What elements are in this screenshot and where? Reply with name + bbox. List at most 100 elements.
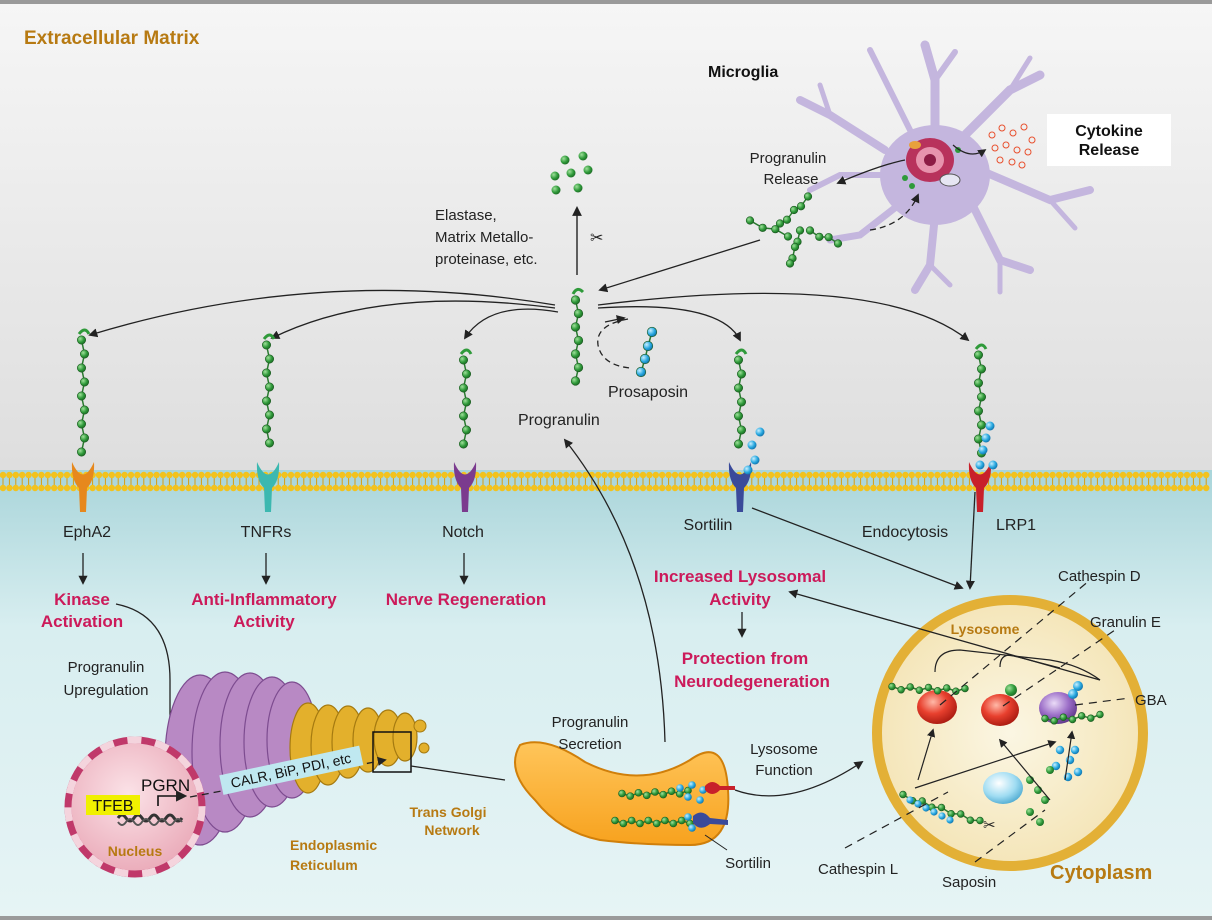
lysosome-function-line1: Lysosome [750, 741, 818, 758]
epha2-label: EphA2 [63, 524, 111, 541]
pgrn-label: PGRN [141, 776, 190, 795]
saposin-label: Saposin [942, 874, 996, 891]
vesicle-chain [618, 786, 692, 800]
released-progranulin-chains [745, 192, 843, 268]
released-chain [745, 216, 793, 241]
chain-to-center-arrow [598, 239, 761, 293]
secretion-line2: Secretion [558, 736, 621, 753]
vesicle-contents [611, 781, 735, 832]
lysosome [872, 595, 1148, 871]
lysosomal-activity-line2: Activity [709, 590, 771, 609]
microglia-cell [796, 40, 1094, 295]
callout-lines [844, 579, 1131, 863]
progranulin-release-line2: Release [763, 171, 818, 188]
extracellular-region [0, 0, 1212, 470]
vesicle-lrp-receptor [705, 782, 735, 794]
kinase-label-line1: Kinase [54, 590, 110, 609]
nerve-regeneration-label: Nerve Regeneration [386, 590, 547, 609]
extracellular-matrix-label: Extracellular Matrix [24, 28, 200, 49]
tfeb-box [86, 795, 140, 815]
prosaposin-label: Prosaposin [608, 384, 688, 401]
golgi-callout-line [410, 765, 506, 781]
progranulin-label: Progranulin [518, 412, 600, 429]
receptor-progranulin [261, 340, 274, 448]
secretion-line1: Progranulin [552, 714, 629, 731]
elastase-line2: Matrix Metallo- [435, 229, 533, 246]
anti-inflammatory-line2: Activity [233, 612, 295, 631]
endocytosis-label: Endocytosis [862, 524, 948, 541]
outcome-arrows [78, 491, 976, 638]
cell-membrane [0, 471, 1210, 492]
saposin-vesicle [983, 772, 1023, 804]
lysosome-function-line2: Function [755, 762, 813, 779]
receptor-progranulin [458, 355, 471, 449]
vesicle-sortilin-receptor [693, 812, 728, 828]
sortilin-bottom-label: Sortilin [725, 855, 771, 872]
notch-label: Notch [442, 524, 484, 541]
lysosome-label: Lysosome [951, 621, 1020, 637]
anti-inflammatory-line1: Anti-Inflammatory [191, 590, 337, 609]
golgi-label-line1: Trans Golgi [409, 804, 486, 820]
cathepsin-d-enzyme [917, 690, 957, 724]
cathepsin-l-label: Cathespin L [818, 861, 898, 878]
lysosome-contents [888, 682, 1104, 826]
receptor-progranulin [77, 335, 90, 457]
epha2-receptor [71, 328, 95, 512]
released-chain [775, 192, 813, 228]
progranulin-chain [570, 295, 584, 386]
lrp1-receptor [968, 343, 992, 512]
tnfrs-label: TNFRs [241, 524, 292, 541]
cytokine-box [1047, 114, 1171, 166]
tfeb-label: TFEB [93, 798, 134, 815]
chaperones-box [219, 745, 364, 795]
sortilin-label: Sortilin [684, 517, 733, 534]
sortilin-receptor [728, 348, 752, 512]
cytoplasm-label: Cytoplasm [1050, 862, 1152, 884]
er-label-line1: Endoplasmic [290, 837, 377, 853]
cytokine-label-line2: Release [1079, 142, 1140, 159]
microglia-label: Microglia [708, 64, 778, 81]
upregulation-line2: Upregulation [63, 682, 148, 699]
secretion-arrow [563, 438, 666, 743]
notch-receptor [453, 348, 477, 512]
gba-enzyme [1039, 692, 1077, 724]
scissors-icon: ✂ [590, 230, 603, 247]
cathepsin-d-label: Cathespin D [1058, 568, 1141, 585]
lysosome-scissors-icon: ✂ [983, 817, 996, 834]
granulin-fragments [550, 151, 593, 195]
uptake-dashed-arrow [869, 193, 920, 231]
lysosome-chain [1041, 710, 1104, 725]
central-progranulin [570, 287, 658, 386]
lysosome-internal-arrows [914, 728, 1076, 801]
nucleus-label: Nucleus [108, 843, 163, 859]
distribution-arrows [88, 289, 970, 342]
cytokine-label-line1: Cytokine [1075, 123, 1143, 140]
prosaposin-dashed-arc [597, 318, 631, 369]
transcription-arrow [157, 790, 188, 806]
vesicle-chain [611, 816, 694, 828]
released-chain [805, 226, 843, 248]
protection-line2: Neurodegeneration [674, 672, 830, 691]
upregulation-arrow [115, 603, 175, 767]
golgi-label-line2: Network [424, 822, 479, 838]
released-chain [785, 226, 805, 268]
receptor-progranulin [733, 355, 746, 449]
receptor-group [71, 328, 998, 512]
lysosome-chain [888, 682, 969, 695]
upregulation-line1: Progranulin [68, 659, 145, 676]
gba-label: GBA [1135, 692, 1167, 709]
lysosomal-activity-line1: Increased Lysosomal [654, 567, 826, 586]
protection-line1: Protection from [682, 649, 809, 668]
progranulin-release-line1: Progranulin [750, 150, 827, 167]
release-arrow [836, 159, 906, 185]
lysosomal-activity-arrow [788, 589, 1101, 681]
granulin-e-enzyme [981, 694, 1019, 726]
trans-golgi-box [372, 731, 412, 773]
er-label-line2: Reticulum [290, 857, 358, 873]
lysosome-function-arrow [734, 760, 864, 797]
prosaposin-chain [635, 326, 658, 378]
lrp1-label: LRP1 [996, 517, 1036, 534]
granulin-e-label: Granulin E [1090, 614, 1161, 631]
